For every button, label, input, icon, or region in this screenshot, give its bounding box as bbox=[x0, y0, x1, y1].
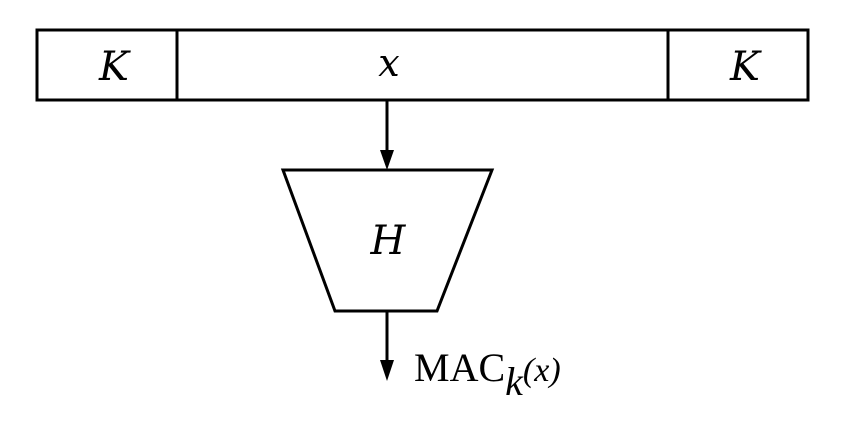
key-left-cell bbox=[35, 28, 179, 102]
key-left-label: K bbox=[98, 44, 131, 90]
message-cell bbox=[175, 28, 670, 102]
output-arrow bbox=[380, 311, 394, 381]
hash-function-trapezoid bbox=[280, 168, 495, 313]
output-label: MACk(x) bbox=[414, 345, 561, 404]
output-arrow-head bbox=[380, 360, 394, 381]
output-label-argument: (x) bbox=[523, 352, 561, 389]
input-arrow bbox=[380, 100, 394, 170]
hash-function-label: H bbox=[370, 218, 407, 264]
key-right-cell bbox=[666, 28, 810, 102]
message-label: x bbox=[378, 41, 399, 85]
output-label-subscript: k bbox=[505, 359, 524, 404]
input-block: K x K bbox=[35, 28, 810, 102]
output-label-prefix: MAC bbox=[414, 345, 505, 390]
input-arrow-head bbox=[380, 150, 394, 170]
key-right-label: K bbox=[729, 44, 762, 90]
hash-function: H bbox=[280, 168, 495, 313]
